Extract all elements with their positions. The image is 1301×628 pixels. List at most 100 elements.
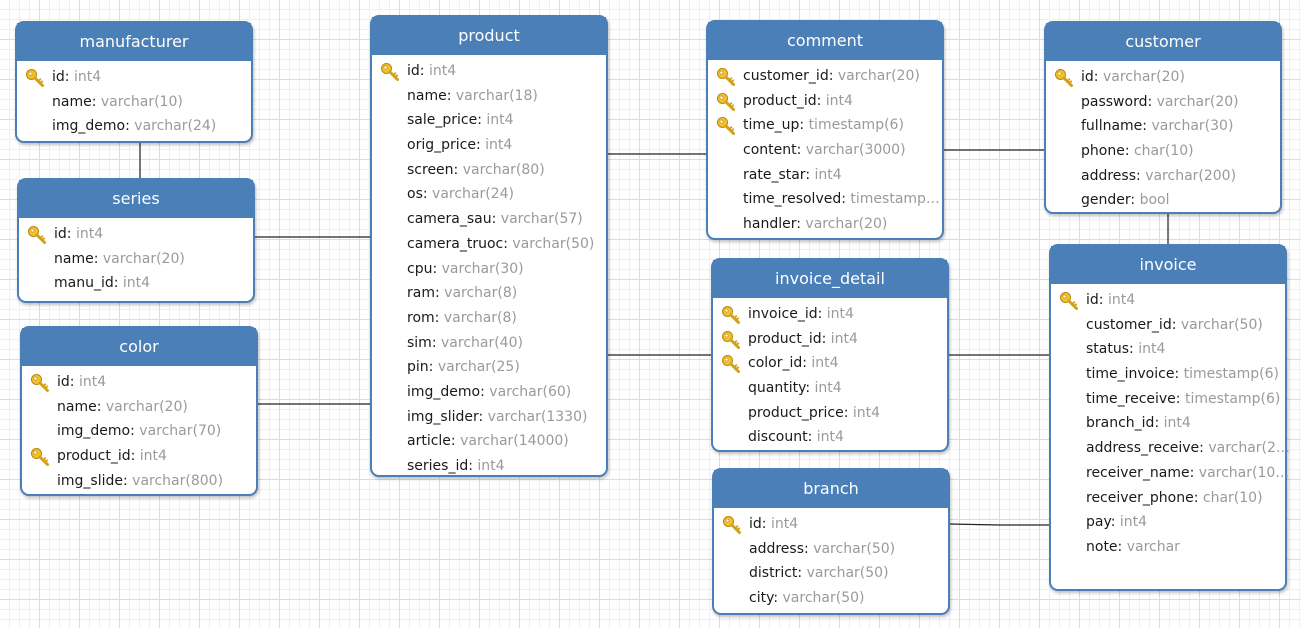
- field-name: screen: [407, 161, 454, 178]
- field-row[interactable]: content: varchar(3000): [708, 138, 942, 163]
- field-row[interactable]: name: varchar(20): [22, 395, 256, 420]
- field-row[interactable]: name: varchar(10): [17, 90, 251, 115]
- field-name: os: [407, 186, 423, 203]
- field-name: time_invoice: [1086, 366, 1175, 383]
- field-row[interactable]: ram: varchar(8): [372, 281, 606, 306]
- field-row[interactable]: time_up: timestamp(6): [708, 113, 942, 138]
- field-row[interactable]: product_id: int4: [708, 89, 942, 114]
- field-row[interactable]: camera_truoc: varchar(50): [372, 232, 606, 257]
- field-row[interactable]: id: int4: [17, 65, 251, 90]
- field-separator: :: [428, 359, 438, 376]
- field-separator: :: [480, 383, 490, 400]
- table-title[interactable]: invoice_detail: [713, 260, 947, 298]
- field-name: time_up: [743, 117, 800, 134]
- table-title[interactable]: branch: [714, 470, 948, 508]
- table-title[interactable]: customer: [1046, 23, 1280, 61]
- field-row[interactable]: city: varchar(50): [714, 586, 948, 611]
- field-row[interactable]: img_demo: varchar(24): [17, 114, 251, 139]
- field-row[interactable]: sim: varchar(40): [372, 331, 606, 356]
- field-row[interactable]: quantity: int4: [713, 376, 947, 401]
- field-row[interactable]: orig_price: int4: [372, 133, 606, 158]
- field-row[interactable]: invoice_id: int4: [713, 302, 947, 327]
- field-row[interactable]: note: varchar: [1051, 535, 1285, 560]
- field-row[interactable]: receiver_name: varchar(10…: [1051, 461, 1289, 486]
- field-row[interactable]: discount: int4: [713, 425, 947, 450]
- table-title[interactable]: manufacturer: [17, 23, 251, 61]
- table-customer[interactable]: customer id: varchar(20)password: varchar…: [1044, 21, 1282, 214]
- field-row[interactable]: cpu: varchar(30): [372, 257, 606, 282]
- field-row[interactable]: img_slide: varchar(800): [22, 469, 256, 494]
- field-row[interactable]: product_id: int4: [22, 444, 256, 469]
- field-row[interactable]: series_id: int4: [372, 454, 606, 479]
- field-row[interactable]: gender: bool: [1046, 188, 1280, 213]
- field-separator: :: [804, 540, 814, 557]
- field-row[interactable]: rom: varchar(8): [372, 306, 606, 331]
- field-row[interactable]: product_price: int4: [713, 401, 947, 426]
- field-type: int4: [826, 306, 854, 322]
- field-row[interactable]: os: varchar(24): [372, 182, 606, 207]
- field-row[interactable]: address: varchar(50): [714, 537, 948, 562]
- field-row[interactable]: img_demo: varchar(60): [372, 380, 606, 405]
- field-row[interactable]: name: varchar(20): [19, 247, 253, 272]
- field-row[interactable]: rate_star: int4: [708, 163, 942, 188]
- field-row[interactable]: id: varchar(20): [1046, 65, 1280, 90]
- field-name: product_price: [748, 404, 844, 421]
- field-row[interactable]: pin: varchar(25): [372, 355, 606, 380]
- table-title[interactable]: comment: [708, 22, 942, 60]
- field-type: varchar(10…: [1198, 464, 1290, 481]
- field-name: customer_id: [743, 68, 829, 84]
- field-name: cpu: [407, 260, 433, 277]
- field-row[interactable]: id: int4: [1051, 288, 1285, 313]
- field-row[interactable]: phone: char(10): [1046, 139, 1280, 164]
- field-row[interactable]: receiver_phone: char(10): [1051, 486, 1285, 511]
- table-title[interactable]: invoice: [1051, 246, 1285, 284]
- field-name: name: [52, 93, 92, 110]
- field-row[interactable]: address_receive: varchar(2…: [1051, 436, 1290, 461]
- table-comment[interactable]: comment customer_id: varchar(20)product_i…: [706, 20, 944, 240]
- field-row[interactable]: status: int4: [1051, 337, 1285, 362]
- field-row[interactable]: sale_price: int4: [372, 108, 606, 133]
- field-row[interactable]: time_receive: timestamp(6): [1051, 387, 1285, 412]
- field-row[interactable]: password: varchar(20): [1046, 90, 1280, 115]
- field-row[interactable]: district: varchar(50): [714, 561, 948, 586]
- table-title[interactable]: series: [19, 180, 253, 218]
- field-row[interactable]: color_id: int4: [713, 351, 947, 376]
- field-row[interactable]: img_slider: varchar(1330): [372, 405, 606, 430]
- primary-key-icon: [721, 330, 741, 349]
- table-title[interactable]: product: [372, 17, 606, 55]
- field-row[interactable]: id: int4: [19, 222, 253, 247]
- field-row[interactable]: id: int4: [22, 370, 256, 395]
- field-row[interactable]: img_demo: varchar(70): [22, 419, 256, 444]
- field-row[interactable]: id: int4: [714, 512, 948, 537]
- field-type: timestamp…: [850, 191, 940, 208]
- field-row[interactable]: time_resolved: timestamp…: [708, 187, 942, 212]
- field-name: sale_price: [407, 112, 478, 129]
- field-row[interactable]: handler: varchar(20): [708, 212, 942, 237]
- field-row[interactable]: camera_sau: varchar(57): [372, 207, 606, 232]
- field-name: address_receive: [1086, 440, 1200, 457]
- field-row[interactable]: pay: int4: [1051, 510, 1285, 535]
- field-row[interactable]: customer_id: varchar(50): [1051, 313, 1285, 338]
- field-row[interactable]: manu_id: int4: [19, 271, 253, 296]
- field-row[interactable]: id: int4: [372, 59, 606, 84]
- field-row[interactable]: customer_id: varchar(20): [708, 64, 942, 89]
- field-type: int4: [75, 226, 104, 242]
- table-title[interactable]: color: [22, 328, 256, 366]
- field-type: timestamp(6): [1184, 390, 1281, 407]
- field-row[interactable]: screen: varchar(80): [372, 158, 606, 183]
- field-row[interactable]: product_id: int4: [713, 327, 947, 352]
- field-row[interactable]: fullname: varchar(30): [1046, 114, 1280, 139]
- field-row[interactable]: name: varchar(18): [372, 84, 606, 109]
- field-row[interactable]: article: varchar(14000): [372, 429, 606, 454]
- field-row[interactable]: branch_id: int4: [1051, 411, 1285, 436]
- field-row[interactable]: time_invoice: timestamp(6): [1051, 362, 1285, 387]
- field-row[interactable]: address: varchar(200): [1046, 164, 1280, 189]
- field-separator: :: [843, 404, 853, 421]
